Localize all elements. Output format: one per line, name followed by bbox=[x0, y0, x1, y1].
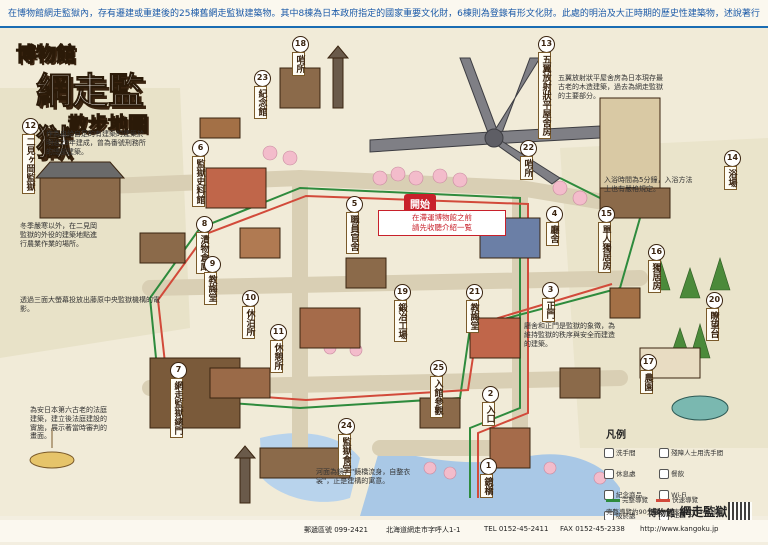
note-text: 為安日本第六古老的法庭建築，建立後法庭建設的實施，展示著當時審判的畫面。 bbox=[30, 406, 107, 441]
footer-fax: FAX 0152-45-2338 bbox=[560, 525, 625, 533]
watchtowers bbox=[233, 45, 350, 504]
note-text: 入浴時間為5分鐘，入浴方法上也有嚴格規定。 bbox=[604, 176, 693, 193]
building-label[interactable]: 廳舍 bbox=[546, 222, 560, 246]
title-line1: 博物館 bbox=[16, 42, 77, 67]
building-label[interactable]: 監獄史料館 bbox=[192, 156, 206, 207]
marker-num[interactable]: 15 bbox=[598, 206, 615, 223]
building-label[interactable]: 哨所 bbox=[292, 52, 306, 76]
building-label[interactable]: 入館參觀 bbox=[430, 376, 444, 418]
building-label[interactable]: 浴場 bbox=[724, 166, 738, 190]
footer: 郵遞區號 099-2421 北海道網走市字呼人1-1 TEL 0152-45-2… bbox=[0, 520, 768, 542]
marker-num[interactable]: 14 bbox=[724, 150, 741, 167]
marker-num[interactable]: 10 bbox=[242, 290, 259, 307]
start-line2: 請先收聽介紹一覧 bbox=[412, 222, 472, 232]
marker-num[interactable]: 2 bbox=[482, 386, 499, 403]
legend-routes: 完整導覽 快速導覽 bbox=[606, 494, 766, 504]
marker-num[interactable]: 3 bbox=[542, 282, 559, 299]
legend-item: 洗手間 bbox=[604, 447, 654, 458]
building-label[interactable]: 鍛冶工場 bbox=[394, 300, 408, 342]
marker-num[interactable]: 16 bbox=[648, 244, 665, 261]
marker-num[interactable]: 18 bbox=[292, 36, 309, 53]
marker-num[interactable]: 9 bbox=[204, 256, 221, 273]
map-title: 博物館 網走監獄 散步地圖 bbox=[12, 38, 172, 165]
marker-num[interactable]: 7 bbox=[170, 362, 187, 379]
brand-name: 網走監獄 bbox=[679, 505, 728, 519]
intro-banner: 在博物館網走監獄內，存有遷建或重建後的25棟舊網走監獄建築物。其中8棟為日本政府… bbox=[0, 0, 768, 28]
marker-num[interactable]: 17 bbox=[640, 354, 657, 371]
building-label[interactable]: 農園 bbox=[640, 370, 654, 394]
note-text: 冬季嚴寒以外，在二見岡監獄的外役的建築地點進行農業作業的場所。 bbox=[20, 222, 97, 248]
legend-item: 餐飲 bbox=[659, 468, 709, 479]
start-line1: 在滯運博物館之前 bbox=[412, 213, 472, 222]
marker-num[interactable]: 1 bbox=[480, 458, 497, 475]
marker-num[interactable]: 11 bbox=[270, 324, 287, 341]
building-label[interactable]: 鏡橋 bbox=[480, 474, 494, 498]
building-label[interactable]: 監獄食堂 bbox=[338, 434, 352, 476]
dining-icon bbox=[659, 469, 670, 479]
title-line3: 散步地圖 bbox=[68, 112, 149, 137]
route-fast-path bbox=[156, 194, 613, 498]
intro-text: 在博物館網走監獄內，存有遷建或重建後的25棟舊網走監獄建築物。其中8棟為日本政府… bbox=[8, 9, 760, 19]
brand-prefix: 博物館 bbox=[648, 509, 676, 519]
building-label[interactable]: 紀念館 bbox=[254, 86, 268, 119]
building-label[interactable]: 職員官舍 bbox=[346, 212, 360, 254]
marker-num[interactable]: 25 bbox=[430, 360, 447, 377]
accessible-restroom-icon bbox=[659, 448, 670, 458]
note-text: 作為自給自足的有建築的建築於明治29年建成，曾為番號刑務所的總部建築。 bbox=[46, 130, 146, 156]
building-label[interactable]: 二見ヶ岡監獄 bbox=[22, 134, 36, 194]
route-fast-swatch bbox=[656, 498, 671, 502]
footer-address: 北海道網走市字呼人1-1 bbox=[386, 526, 461, 534]
footer-url[interactable]: http://www.kangoku.jp bbox=[640, 525, 719, 533]
marker-num[interactable]: 5 bbox=[346, 196, 363, 213]
route-full-label: 完整導覽 bbox=[622, 496, 648, 504]
start-badge[interactable]: 開始 bbox=[404, 194, 436, 213]
legend-times: 完整導覽約90分鐘，快速導覽約30分鐘。 bbox=[606, 508, 727, 516]
route-full-swatch bbox=[606, 498, 620, 502]
marker-num[interactable]: 19 bbox=[394, 284, 411, 301]
marker-num[interactable]: 4 bbox=[546, 206, 563, 223]
title-line2: 網走監獄 bbox=[36, 70, 145, 165]
marker-num[interactable]: 12 bbox=[22, 118, 39, 135]
marker-num[interactable]: 13 bbox=[538, 36, 555, 53]
legend-item: 殘障人士用洗手間 bbox=[659, 447, 723, 458]
cherry-trees bbox=[262, 145, 607, 485]
building-label[interactable]: 獨居房 bbox=[648, 260, 662, 293]
route-fast-label: 快速導覽 bbox=[672, 496, 699, 504]
building-label[interactable]: 入口 bbox=[482, 402, 496, 426]
marker-num[interactable]: 22 bbox=[520, 140, 537, 157]
route-full-path bbox=[148, 177, 642, 498]
footer-tel: TEL 0152-45-2411 bbox=[484, 525, 549, 533]
building-label[interactable]: 正門 bbox=[542, 298, 556, 322]
building-label[interactable]: 休泊所 bbox=[242, 306, 256, 339]
rest-area-icon bbox=[604, 469, 614, 479]
note-text: 透過三面大螢幕投放出藤原中央監獄機構的電影。 bbox=[20, 296, 160, 313]
building-label[interactable]: 休憩所 bbox=[270, 340, 284, 373]
legend-item: 休息處 bbox=[604, 468, 654, 479]
start-box: 在滯運博物館之前 請先收聽介紹一覧 bbox=[378, 210, 506, 236]
building-label[interactable]: 瞭望台 bbox=[706, 308, 720, 341]
fountain bbox=[671, 395, 729, 421]
building-label[interactable]: 教誨堂 bbox=[466, 300, 480, 333]
marker-num[interactable]: 21 bbox=[466, 284, 483, 301]
marker-num[interactable]: 23 bbox=[254, 70, 271, 87]
note-text: 廳舍和正門是監獄的象徵，為維持監獄的秩序與安全而建造的建築。 bbox=[524, 322, 615, 348]
restroom-icon bbox=[604, 448, 614, 458]
building-label[interactable]: 五翼放射狀平屋舍房 bbox=[538, 52, 552, 139]
building-label[interactable]: 哨所 bbox=[520, 156, 534, 180]
marker-num[interactable]: 8 bbox=[196, 216, 213, 233]
building-label[interactable]: 教誨堂 bbox=[204, 272, 218, 305]
building-label[interactable]: 單人獨居房 bbox=[598, 222, 612, 273]
marker-num[interactable]: 20 bbox=[706, 292, 723, 309]
brand: 博物館 網走監獄 bbox=[648, 503, 727, 520]
building-label[interactable]: 網走監獄總門 bbox=[170, 378, 184, 438]
chandelier bbox=[29, 428, 75, 469]
note-text: 河面為鏡，"鏡橋流身，自整衣裳"，正是建構的寓意。 bbox=[316, 468, 411, 485]
marker-num[interactable]: 24 bbox=[338, 418, 355, 435]
note-text: 五翼放射狀平屋舍房為日本現存最古老的木造建築，過去為網走監獄的主要部分。 bbox=[558, 74, 663, 100]
footer-postal: 郵遞區號 099-2421 bbox=[304, 526, 368, 534]
legend-title: 凡例 bbox=[606, 430, 626, 441]
marker-num[interactable]: 6 bbox=[192, 140, 209, 157]
